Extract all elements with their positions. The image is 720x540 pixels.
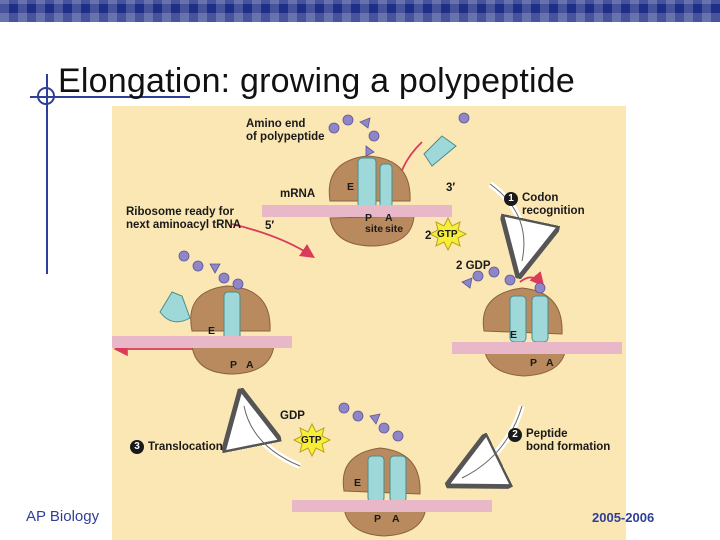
step-2-number: 2 bbox=[508, 428, 522, 442]
step-3-label: Translocation bbox=[148, 441, 223, 453]
site-e-left: E bbox=[208, 325, 216, 337]
ribosome-bottom bbox=[292, 447, 492, 537]
footer-year: 2005-2006 bbox=[592, 510, 655, 525]
diagram-artwork bbox=[112, 112, 622, 537]
footer-course: AP Biology bbox=[26, 508, 100, 525]
incoming-trna bbox=[423, 135, 457, 167]
decor-vertical-line bbox=[46, 74, 48, 274]
gtp-label-bottom: GTP bbox=[301, 435, 322, 446]
label-two: 2 bbox=[425, 230, 432, 242]
site-a-bottom: A bbox=[392, 513, 400, 525]
step-1-number: 1 bbox=[504, 192, 518, 206]
site-a-left: A bbox=[246, 359, 254, 371]
site-p-left: P bbox=[230, 359, 238, 371]
ribosome-right bbox=[452, 287, 622, 377]
label-five-prime: 5′ bbox=[265, 220, 275, 232]
decor-horizontal-line bbox=[30, 96, 190, 98]
top-pattern-bar bbox=[0, 0, 720, 22]
gtp-burst-top bbox=[428, 216, 468, 252]
site-e-top: E bbox=[347, 181, 355, 193]
ribosome-left bbox=[112, 285, 292, 375]
gtp-label-top: GTP bbox=[437, 229, 458, 240]
site-p-bottom: P bbox=[374, 513, 382, 525]
site-e-right: E bbox=[510, 329, 518, 341]
step-3-number: 3 bbox=[130, 440, 144, 454]
slide-title: Elongation: growing a polypeptide bbox=[58, 62, 575, 100]
ribosome-top bbox=[262, 155, 452, 247]
site-a-right: A bbox=[546, 357, 554, 369]
crosshair-icon bbox=[37, 87, 55, 105]
label-three-prime: 3′ bbox=[446, 182, 456, 194]
label-gdp: GDP bbox=[280, 410, 305, 422]
site-p-right: P bbox=[530, 357, 538, 369]
site-e-bottom: E bbox=[354, 477, 362, 489]
polypeptide-chains bbox=[178, 112, 546, 442]
gtp-burst-bottom bbox=[292, 422, 332, 458]
label-mrna: mRNA bbox=[280, 188, 316, 200]
label-two-gdp: 2 GDP bbox=[456, 260, 491, 272]
